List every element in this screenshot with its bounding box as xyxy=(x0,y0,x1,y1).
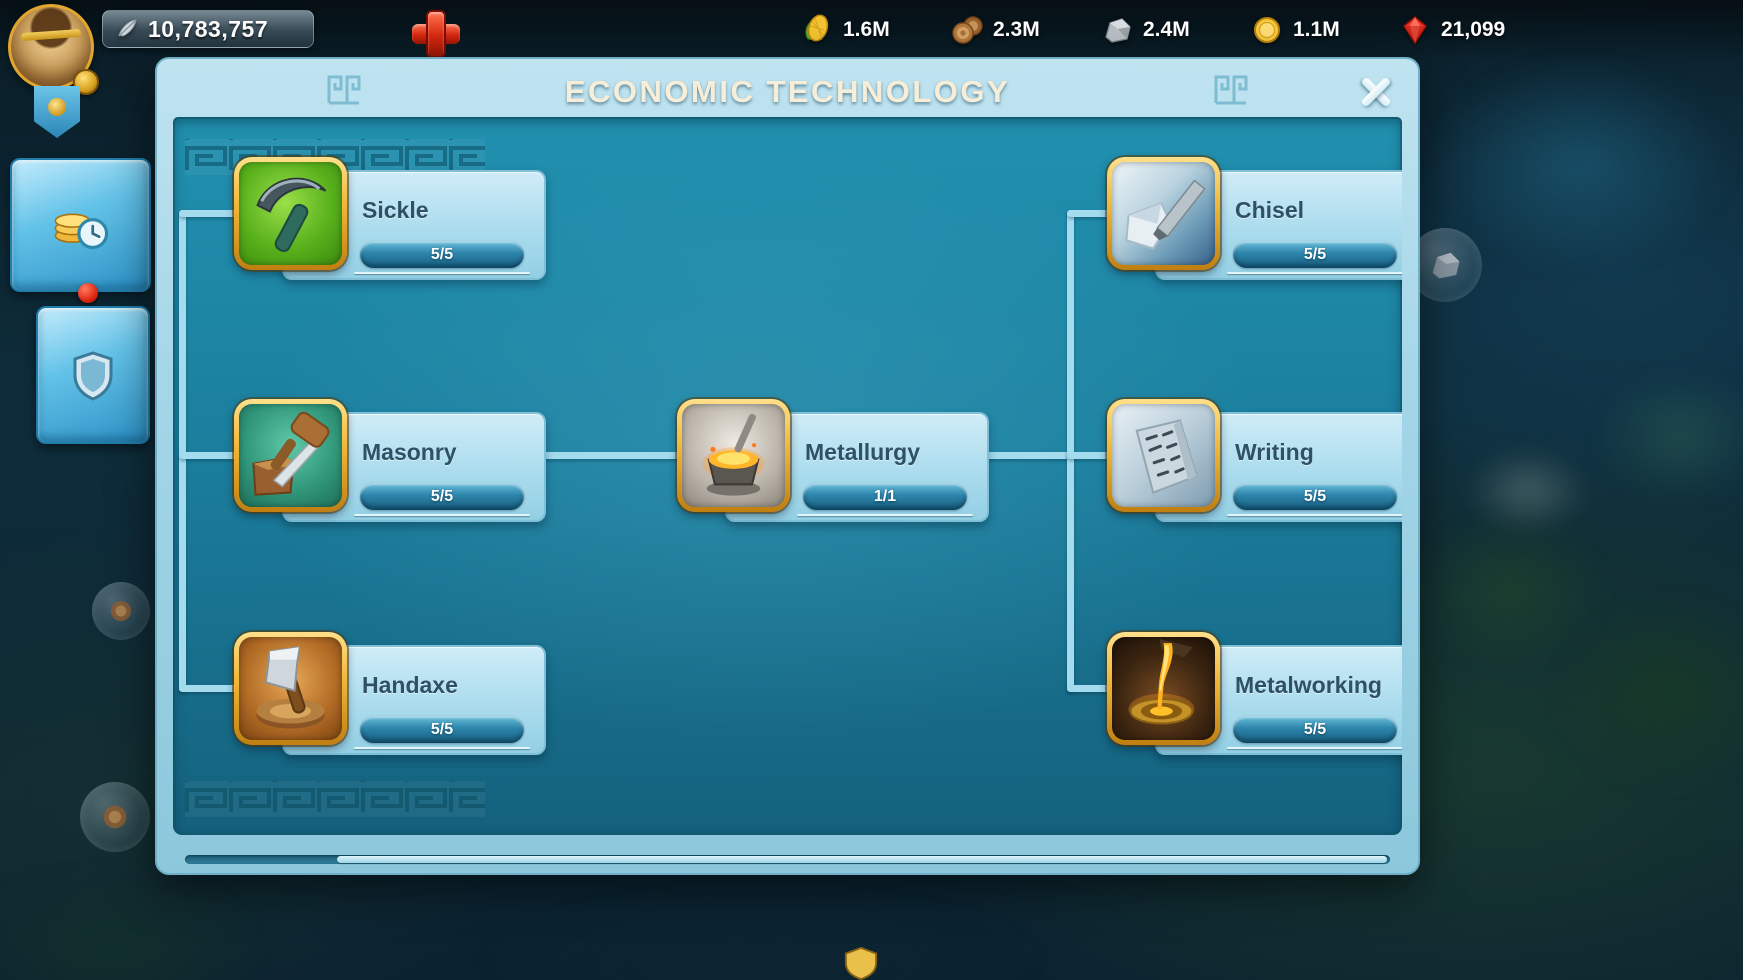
stone-value: 2.4M xyxy=(1143,18,1190,41)
world-shield-icon xyxy=(844,946,878,980)
tech-progress-pill: 5/5 xyxy=(360,716,524,743)
military-tech-icon xyxy=(73,351,113,401)
wood-icon xyxy=(111,601,131,621)
tree-connector xyxy=(179,210,186,692)
resource-gold[interactable]: 1.1M xyxy=(1250,12,1340,48)
tech-name: Masonry xyxy=(362,439,457,465)
tech-node-sickle[interactable]: Sickle 5/5 xyxy=(234,157,546,283)
economic-technology-modal: ECONOMIC TECHNOLOGY xyxy=(155,57,1420,875)
metallurgy-icon[interactable] xyxy=(677,399,790,512)
tech-node-metalworking[interactable]: Metalworking 5/5 xyxy=(1107,632,1402,758)
background-trees xyxy=(1555,598,1743,788)
tech-progress-pill: 1/1 xyxy=(803,483,967,510)
masonry-icon[interactable] xyxy=(234,399,347,512)
sidebar-tab-economic-technology[interactable] xyxy=(10,158,151,292)
tech-name: Handaxe xyxy=(362,672,458,698)
gem-value: 21,099 xyxy=(1441,18,1506,41)
horizontal-scrollbar[interactable] xyxy=(185,855,1390,864)
power-icon xyxy=(118,19,137,37)
greek-meander-border xyxy=(185,781,485,817)
tech-name: Writing xyxy=(1235,439,1314,465)
tech-node-handaxe[interactable]: Handaxe 5/5 xyxy=(234,632,546,758)
pill-underline xyxy=(354,514,530,516)
tech-node-masonry[interactable]: Masonry 5/5 xyxy=(234,399,546,525)
modal-header: ECONOMIC TECHNOLOGY xyxy=(157,59,1418,117)
background-terrain xyxy=(0,870,260,980)
tech-name: Metallurgy xyxy=(805,439,921,465)
chisel-icon[interactable] xyxy=(1107,157,1220,270)
wood-icon xyxy=(103,805,127,829)
power-badge[interactable]: 10,783,757 xyxy=(102,10,314,48)
economic-tech-icon xyxy=(54,213,108,249)
gem-icon xyxy=(1403,16,1427,45)
tree-connector xyxy=(179,685,241,692)
wood-icon xyxy=(952,16,983,44)
pill-underline xyxy=(1227,747,1402,749)
sickle-icon[interactable] xyxy=(234,157,347,270)
red-cross-icon xyxy=(426,10,446,58)
wood-help-bubble xyxy=(80,782,150,852)
player-avatar[interactable] xyxy=(8,4,99,95)
tree-connector xyxy=(179,452,241,459)
pill-underline xyxy=(797,514,973,516)
flag-emblem-icon xyxy=(48,98,66,116)
tech-progress-pill: 5/5 xyxy=(1233,483,1397,510)
pill-underline xyxy=(1227,272,1402,274)
resource-wood[interactable]: 2.3M xyxy=(950,12,1040,48)
tech-tree-canvas[interactable]: Sickle 5/5 Masonry 5/5 xyxy=(173,117,1402,835)
food-value: 1.6M xyxy=(843,18,890,41)
tech-progress-pill: 5/5 xyxy=(1233,241,1397,268)
tree-connector xyxy=(1067,452,1115,459)
sidebar-tab-military-technology[interactable] xyxy=(36,306,150,444)
resource-food[interactable]: 1.6M xyxy=(800,12,890,48)
tech-progress-pill: 5/5 xyxy=(360,241,524,268)
resource-stone[interactable]: 2.4M xyxy=(1100,12,1190,48)
tech-node-writing[interactable]: Writing 5/5 xyxy=(1107,399,1402,525)
background-water xyxy=(1430,60,1730,270)
pill-underline xyxy=(354,747,530,749)
pill-underline xyxy=(1227,514,1402,516)
greek-key-ornament-icon xyxy=(1214,75,1248,105)
tree-connector xyxy=(982,452,1074,459)
tech-progress-pill: 5/5 xyxy=(1233,716,1397,743)
background-terrain xyxy=(480,892,1040,980)
pill-underline xyxy=(354,272,530,274)
tech-name: Sickle xyxy=(362,197,429,223)
power-value: 10,783,757 xyxy=(148,15,269,42)
tree-connector xyxy=(1067,210,1074,692)
red-cross-button[interactable] xyxy=(410,8,462,60)
tree-connector xyxy=(179,210,241,217)
food-icon xyxy=(805,14,829,42)
tree-connector xyxy=(1067,210,1115,217)
tech-node-chisel[interactable]: Chisel 5/5 xyxy=(1107,157,1402,283)
modal-title: ECONOMIC TECHNOLOGY xyxy=(564,74,1011,109)
writing-icon[interactable] xyxy=(1107,399,1220,512)
gold-icon xyxy=(1254,17,1280,43)
wood-value: 2.3M xyxy=(993,18,1040,41)
gold-value: 1.1M xyxy=(1293,18,1340,41)
laurel-icon xyxy=(20,28,82,42)
stone-icon xyxy=(1105,18,1131,43)
wood-help-bubble xyxy=(92,582,150,640)
stone-help-bubble xyxy=(1408,228,1482,302)
scrollbar-thumb[interactable] xyxy=(337,856,1387,863)
stone-icon xyxy=(1432,252,1460,279)
tech-progress-pill: 5/5 xyxy=(360,483,524,510)
close-button[interactable] xyxy=(1356,72,1396,112)
notification-dot xyxy=(78,283,98,303)
handaxe-icon[interactable] xyxy=(234,632,347,745)
tree-connector xyxy=(1067,685,1115,692)
resource-gems[interactable]: 21,099 xyxy=(1398,12,1505,48)
alliance-flag-icon[interactable] xyxy=(34,86,80,138)
background-terrain xyxy=(1595,372,1743,502)
tree-connector xyxy=(537,452,687,459)
tech-name: Metalworking xyxy=(1235,672,1382,698)
tech-name: Chisel xyxy=(1235,197,1305,223)
greek-key-ornament-icon xyxy=(327,75,361,105)
metalworking-icon[interactable] xyxy=(1107,632,1220,745)
tech-node-metallurgy[interactable]: Metallurgy 1/1 xyxy=(677,399,989,525)
